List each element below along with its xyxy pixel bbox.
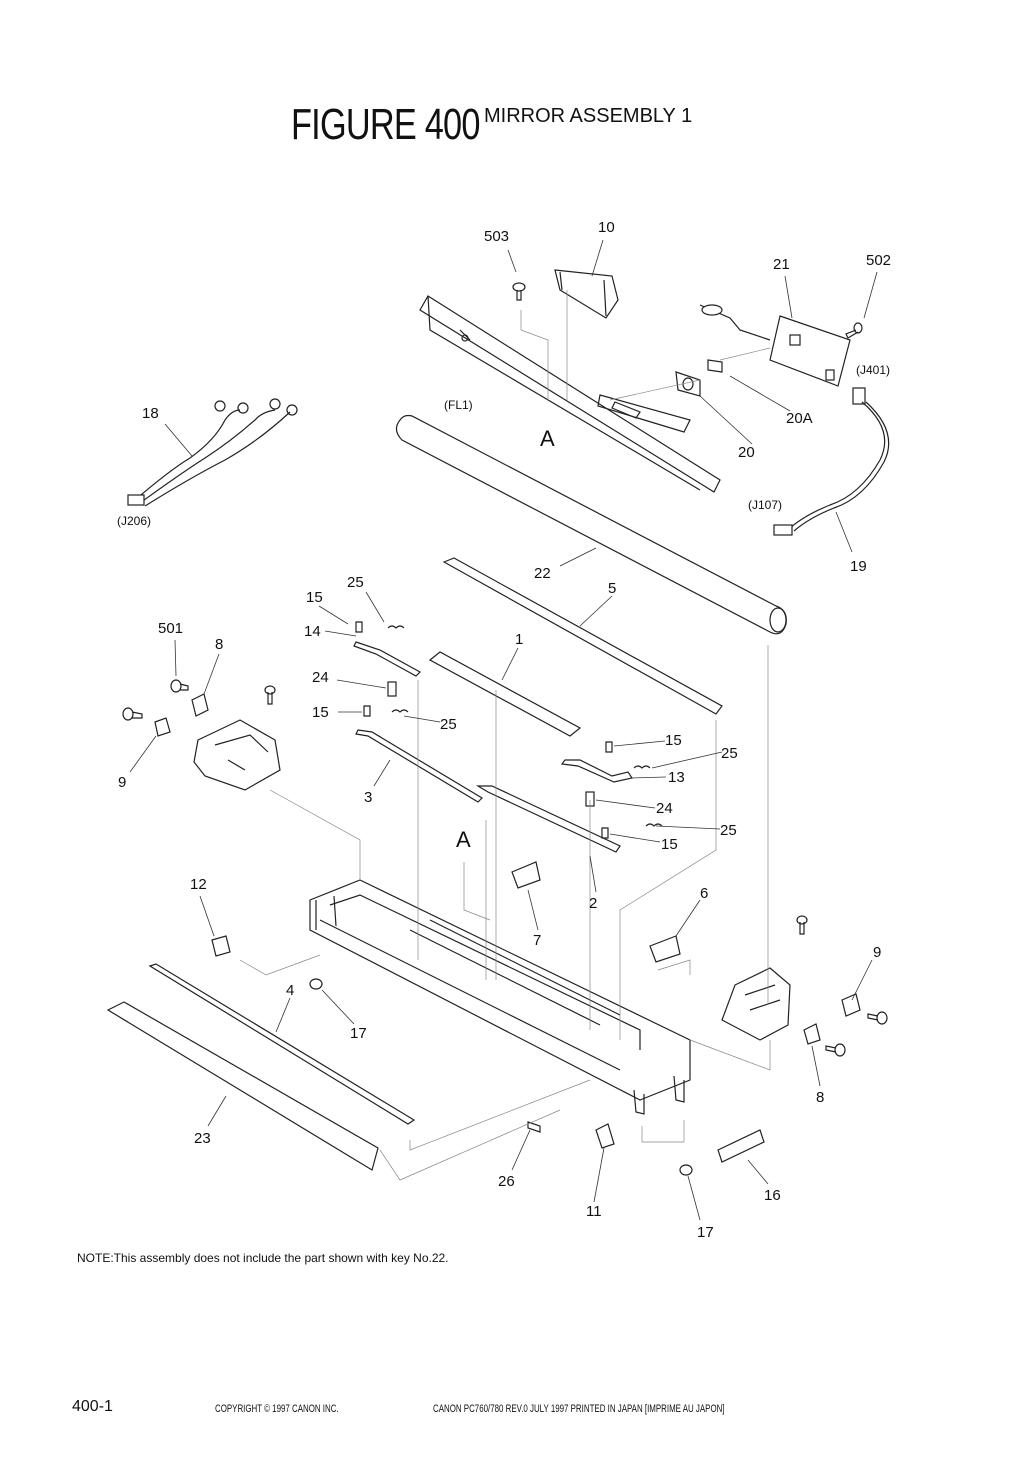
callout-24-left: 24 bbox=[312, 669, 329, 686]
screw-502 bbox=[845, 322, 863, 339]
callout-a-lower: A bbox=[456, 827, 471, 852]
callout-15-left: 15 bbox=[312, 704, 329, 721]
clip-6 bbox=[649, 935, 681, 963]
plate-16 bbox=[717, 1129, 765, 1163]
part-20 bbox=[675, 371, 701, 397]
callout-2: 2 bbox=[589, 895, 597, 912]
callout-501: 501 bbox=[158, 620, 183, 637]
assembly-note: NOTE:This assembly does not include the … bbox=[77, 1251, 449, 1265]
callout-22: 22 bbox=[534, 565, 551, 582]
callout-24-right: 24 bbox=[656, 800, 673, 817]
copyright-text: COPYRIGHT © 1997 CANON INC. bbox=[215, 1403, 339, 1415]
callout-fl1: (FL1) bbox=[444, 398, 473, 412]
callout-j107: (J107) bbox=[748, 498, 782, 512]
clip-12 bbox=[211, 935, 231, 957]
callout-26: 26 bbox=[498, 1173, 515, 1190]
callout-18: 18 bbox=[142, 405, 159, 422]
page-number: 400-1 bbox=[72, 1398, 113, 1415]
callout-1: 1 bbox=[515, 631, 523, 648]
rail-4 bbox=[148, 963, 416, 1125]
spring-plate-2 bbox=[475, 785, 621, 853]
callout-labels: 503 10 21 502 (J401) 18 (FL1) 20A A 20 (… bbox=[117, 219, 891, 1241]
callout-25-right: 25 bbox=[721, 745, 738, 762]
spring-plate-3 bbox=[355, 729, 483, 803]
figure-label: FIGURE 400 bbox=[291, 100, 480, 149]
callout-16: 16 bbox=[764, 1187, 781, 1204]
part-20A bbox=[707, 359, 723, 373]
pcb-21 bbox=[699, 304, 851, 387]
callout-502: 502 bbox=[866, 252, 891, 269]
screw-503 bbox=[512, 282, 526, 301]
callout-17-bottom: 17 bbox=[697, 1224, 714, 1241]
cover-23 bbox=[106, 1001, 379, 1171]
mirror-22 bbox=[442, 557, 723, 715]
callout-12: 12 bbox=[190, 876, 207, 893]
left-end-bracket bbox=[154, 693, 281, 791]
callout-9-left: 9 bbox=[118, 774, 126, 791]
print-info: CANON PC760/780 REV.0 JULY 1997 PRINTED … bbox=[433, 1403, 725, 1415]
callout-15-top: 15 bbox=[306, 589, 323, 606]
callout-6: 6 bbox=[700, 885, 708, 902]
callout-19: 19 bbox=[850, 558, 867, 575]
callout-25-lower: 25 bbox=[720, 822, 737, 839]
harness-19 bbox=[773, 387, 890, 536]
callout-20: 20 bbox=[738, 444, 755, 461]
mirror-1 bbox=[428, 651, 582, 737]
callout-11: 11 bbox=[586, 1203, 602, 1220]
callout-20a: 20A bbox=[786, 410, 813, 427]
callout-8-right: 8 bbox=[816, 1089, 824, 1106]
callout-3: 3 bbox=[364, 789, 372, 806]
callout-13: 13 bbox=[668, 769, 685, 786]
callout-8-left: 8 bbox=[215, 636, 223, 653]
callout-j206: (J206) bbox=[117, 514, 151, 528]
assembly-title: MIRROR ASSEMBLY 1 bbox=[484, 105, 693, 127]
callout-9-right: 9 bbox=[873, 944, 881, 961]
callout-25-top: 25 bbox=[347, 574, 364, 591]
small-parts bbox=[122, 621, 888, 1176]
callout-15-right: 15 bbox=[665, 732, 682, 749]
callout-23: 23 bbox=[194, 1130, 211, 1147]
leader-lines bbox=[129, 239, 878, 1221]
callout-503: 503 bbox=[484, 228, 509, 245]
callout-4: 4 bbox=[286, 982, 294, 999]
callout-10: 10 bbox=[598, 219, 615, 236]
main-carriage-frame bbox=[309, 879, 691, 1115]
fluorescent-lamp bbox=[395, 414, 787, 635]
callout-21: 21 bbox=[773, 256, 790, 273]
callout-25-left: 25 bbox=[440, 716, 457, 733]
callout-14: 14 bbox=[304, 623, 321, 640]
right-end-bracket bbox=[721, 967, 861, 1045]
callout-15-lower: 15 bbox=[661, 836, 678, 853]
callout-7: 7 bbox=[533, 932, 541, 949]
callout-j401: (J401) bbox=[856, 363, 890, 377]
harness-18 bbox=[127, 398, 298, 507]
spring-plate-14 bbox=[353, 641, 421, 677]
assembly-guide-lines bbox=[239, 290, 771, 1181]
bracket-10 bbox=[554, 269, 619, 319]
upper-mirror-frame bbox=[419, 295, 721, 493]
callout-17-left: 17 bbox=[350, 1025, 367, 1042]
clip-11 bbox=[595, 1123, 615, 1149]
clip-7 bbox=[511, 861, 541, 889]
callout-5: 5 bbox=[608, 580, 616, 597]
spring-plate-13 bbox=[560, 759, 633, 783]
callout-a-upper: A bbox=[540, 426, 555, 451]
